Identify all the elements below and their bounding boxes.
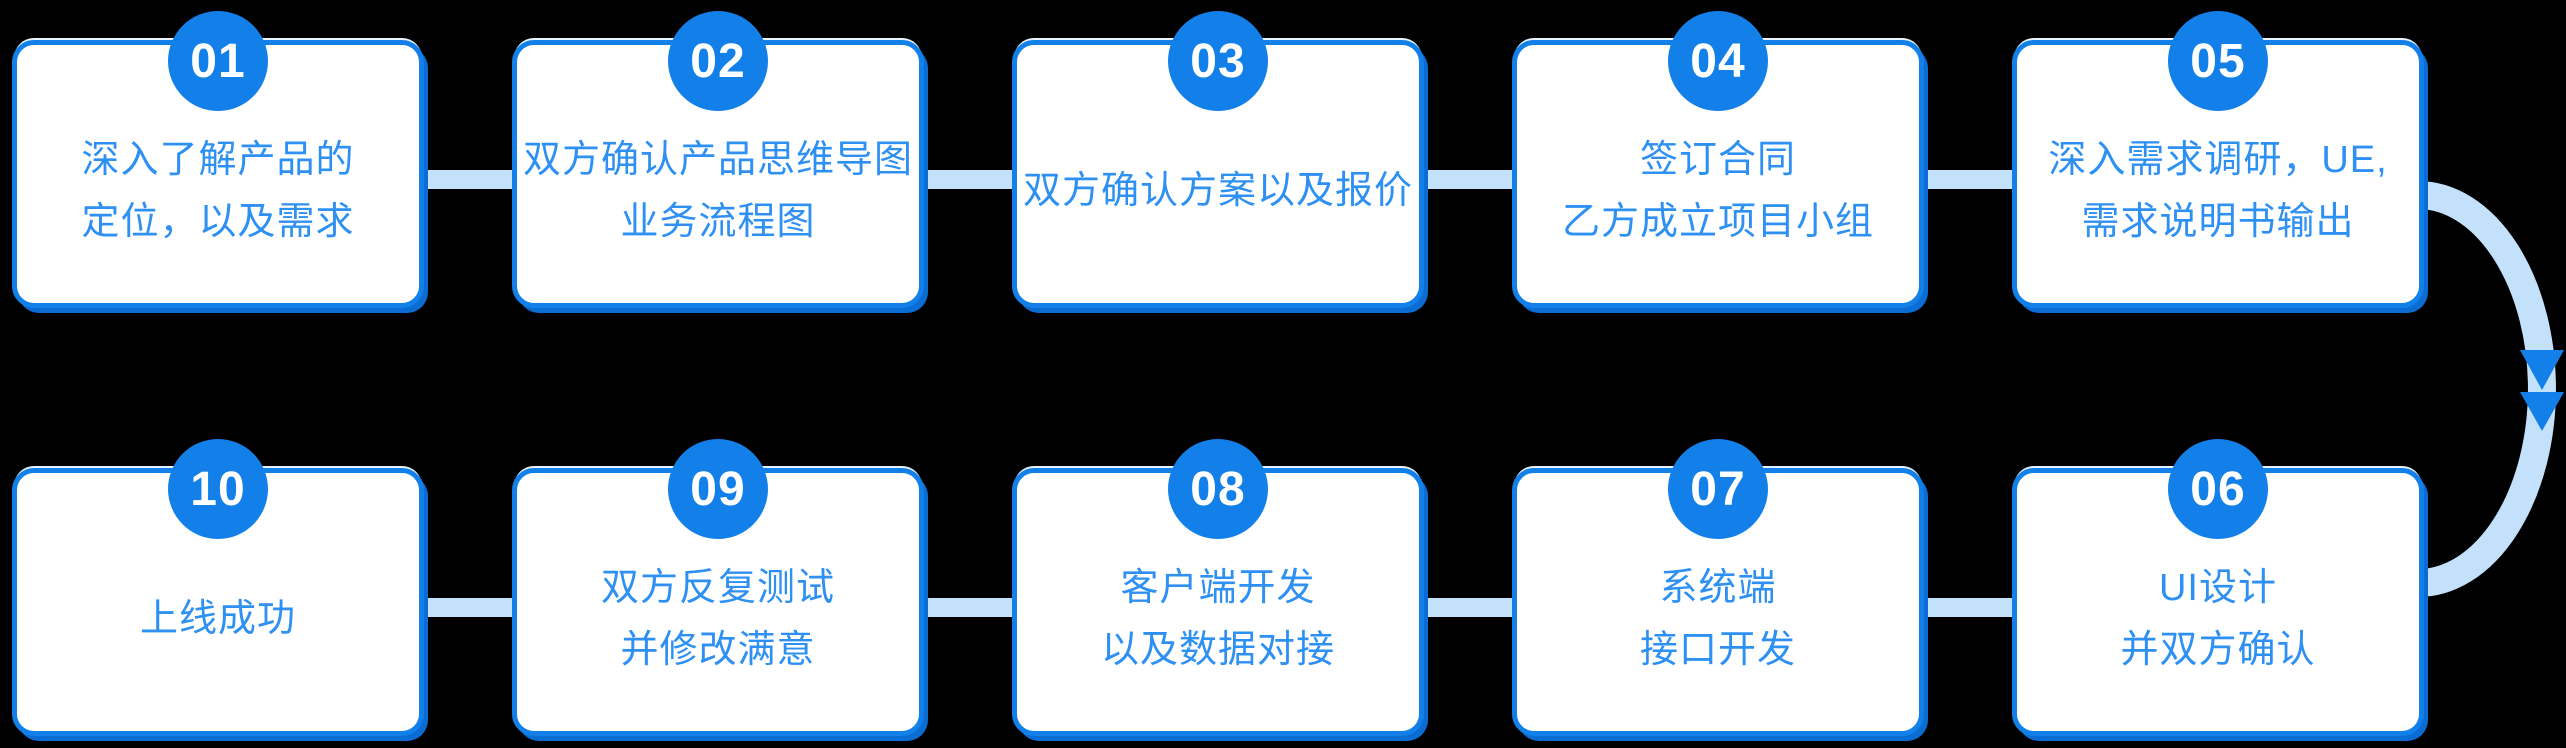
connector-07-08 [1420, 598, 1516, 617]
arrowhead-icon [2520, 392, 2564, 431]
step-badge-10: 10 [168, 439, 268, 539]
step-text-line: 乙方成立项目小组 [1561, 201, 1874, 243]
step-badge-08: 08 [1168, 439, 1268, 539]
flow-row-bottom: 10 上线成功 09 双方反复测试 并修改满意 08 客户端开发 以及数据对接 [0, 439, 2566, 736]
step-text-06: UI设计 并双方确认 [2017, 473, 2419, 731]
step-number: 05 [2190, 34, 2246, 88]
step-card-04: 04 签订合同 乙方成立项目小组 [1512, 11, 1924, 308]
step-badge-02: 02 [668, 11, 768, 111]
step-text-02: 双方确认产品思维导图 业务流程图 [517, 45, 919, 303]
step-text-line: 深入需求调研，UE, [2048, 139, 2388, 181]
step-badge-06: 06 [2168, 439, 2268, 539]
step-badge-03: 03 [1168, 11, 1268, 111]
step-text-line: 接口开发 [1639, 629, 1796, 671]
step-badge-01: 01 [168, 11, 268, 111]
step-card-07: 07 系统端 接口开发 [1512, 439, 1924, 736]
step-badge-07: 07 [1668, 439, 1768, 539]
step-text-line: 并修改满意 [620, 629, 816, 671]
step-card-03: 03 双方确认方案以及报价 [1012, 11, 1424, 308]
connector-03-04 [1420, 170, 1516, 189]
curved-arrow-icon [2417, 181, 2564, 597]
step-text-line: 客户端开发 [1120, 567, 1316, 609]
step-text-line: 需求说明书输出 [2081, 201, 2355, 243]
step-badge-09: 09 [668, 439, 768, 539]
step-card-06: 06 UI设计 并双方确认 [2012, 439, 2424, 736]
step-card-01: 01 深入了解产品的 定位，以及需求 [12, 11, 424, 308]
step-number: 08 [1190, 462, 1246, 516]
step-badge-04: 04 [1668, 11, 1768, 111]
step-text-line: 业务流程图 [620, 201, 816, 243]
step-text-line: 双方确认产品思维导图 [522, 139, 913, 181]
step-text-line: 深入了解产品的 [81, 139, 355, 181]
step-card-10: 10 上线成功 [12, 439, 424, 736]
connector-01-02 [420, 170, 516, 189]
step-card-09: 09 双方反复测试 并修改满意 [512, 439, 924, 736]
step-text-line: 双方确认方案以及报价 [1022, 170, 1413, 212]
step-text-line: 定位，以及需求 [81, 201, 355, 243]
step-number: 09 [690, 462, 746, 516]
step-number: 02 [690, 34, 746, 88]
arrowhead-icon [2520, 350, 2564, 390]
step-text-07: 系统端 接口开发 [1517, 473, 1919, 731]
step-number: 03 [1190, 34, 1246, 88]
step-card-05: 05 深入需求调研，UE, 需求说明书输出 [2012, 11, 2424, 308]
step-text-01: 深入了解产品的 定位，以及需求 [17, 45, 419, 303]
connector-09-10 [420, 598, 516, 617]
step-card-08: 08 客户端开发 以及数据对接 [1012, 439, 1424, 736]
step-number: 10 [190, 462, 246, 516]
connector-08-09 [920, 598, 1016, 617]
step-number: 01 [190, 34, 246, 88]
flow-row-top: 01 深入了解产品的 定位，以及需求 02 双方确认产品思维导图 业务流程图 0… [0, 11, 2566, 308]
step-text-line: 并双方确认 [2120, 629, 2316, 671]
step-badge-05: 05 [2168, 11, 2268, 111]
step-text-04: 签订合同 乙方成立项目小组 [1517, 45, 1919, 303]
step-text-line: 签订合同 [1639, 139, 1796, 181]
step-text-09: 双方反复测试 并修改满意 [517, 473, 919, 731]
step-text-line: 双方反复测试 [600, 567, 835, 609]
step-text-03: 双方确认方案以及报价 [1017, 45, 1419, 303]
step-text-line: UI设计 [2158, 567, 2277, 609]
step-text-05: 深入需求调研，UE, 需求说明书输出 [2017, 45, 2419, 303]
step-text-line: 以及数据对接 [1100, 629, 1335, 671]
step-card-02: 02 双方确认产品思维导图 业务流程图 [512, 11, 924, 308]
step-text-line: 系统端 [1659, 567, 1777, 609]
step-number: 04 [1690, 34, 1746, 88]
connector-04-05 [1920, 170, 2016, 189]
step-number: 06 [2190, 462, 2246, 516]
connector-06-07 [1920, 598, 2016, 617]
step-text-line: 上线成功 [139, 598, 296, 640]
step-text-08: 客户端开发 以及数据对接 [1017, 473, 1419, 731]
curved-arrow-path [2417, 181, 2556, 597]
connector-02-03 [920, 170, 1016, 189]
step-number: 07 [1690, 462, 1746, 516]
step-text-10: 上线成功 [17, 473, 419, 731]
